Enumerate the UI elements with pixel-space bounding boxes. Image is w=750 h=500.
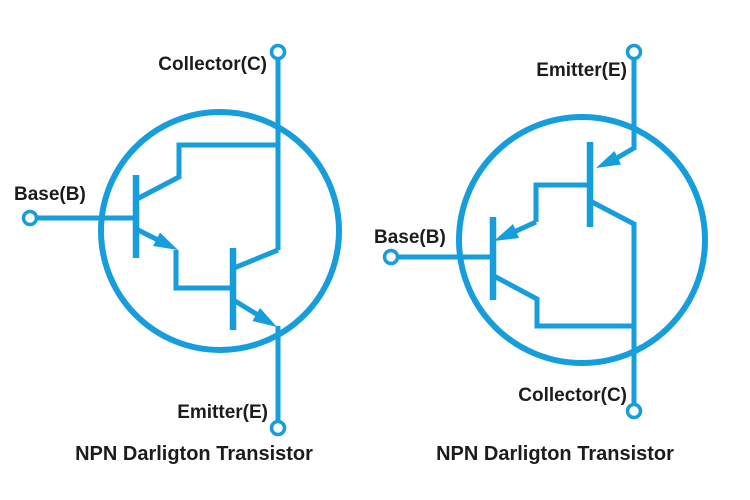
q2-base-connector-wire bbox=[533, 182, 590, 222]
collector-label: Collector(C) bbox=[158, 54, 267, 75]
q1-emitter-wire bbox=[512, 219, 538, 235]
emitter-terminal-icon bbox=[625, 43, 643, 61]
emitter-label: Emitter(E) bbox=[536, 60, 627, 81]
collector-terminal-icon bbox=[269, 43, 287, 61]
q2-emitter-arrow-icon bbox=[252, 308, 277, 327]
emitter-terminal-icon bbox=[269, 419, 287, 437]
q1-emitter-wire bbox=[134, 226, 162, 244]
q1-to-q2-connector-wire bbox=[173, 250, 233, 291]
q1-collector-wire bbox=[135, 142, 278, 202]
left-darlington-diagram: Collector(C) Base(B) Emitter(E) NPN Darl… bbox=[14, 43, 342, 465]
emitter-label: Emitter(E) bbox=[177, 402, 268, 423]
q2-emitter-wire bbox=[615, 145, 636, 161]
q1-emitter-arrow-icon bbox=[494, 224, 519, 241]
q2-emitter-wire bbox=[233, 298, 260, 318]
diagram-caption: NPN Darligton Transistor bbox=[75, 443, 313, 465]
base-label: Base(B) bbox=[14, 184, 86, 205]
right-darlington-diagram: Emitter(E) Base(B) Collector(C) NPN Darl… bbox=[374, 43, 708, 465]
diagram-caption: NPN Darligton Transistor bbox=[436, 443, 674, 465]
collector-terminal-icon bbox=[625, 402, 643, 420]
q1-collector-wire bbox=[492, 273, 634, 329]
base-label: Base(B) bbox=[374, 227, 446, 248]
q2-emitter-arrow-icon bbox=[596, 151, 621, 168]
transistor-envelope-circle bbox=[456, 114, 708, 366]
base-terminal-icon bbox=[21, 209, 39, 227]
q2-collector-wire bbox=[590, 199, 636, 227]
q2-collector-wire bbox=[233, 247, 279, 271]
transistor-envelope-circle bbox=[98, 109, 342, 353]
q1-emitter-arrow-icon bbox=[153, 232, 178, 250]
base-terminal-icon bbox=[382, 248, 400, 266]
collector-label: Collector(C) bbox=[518, 385, 627, 406]
